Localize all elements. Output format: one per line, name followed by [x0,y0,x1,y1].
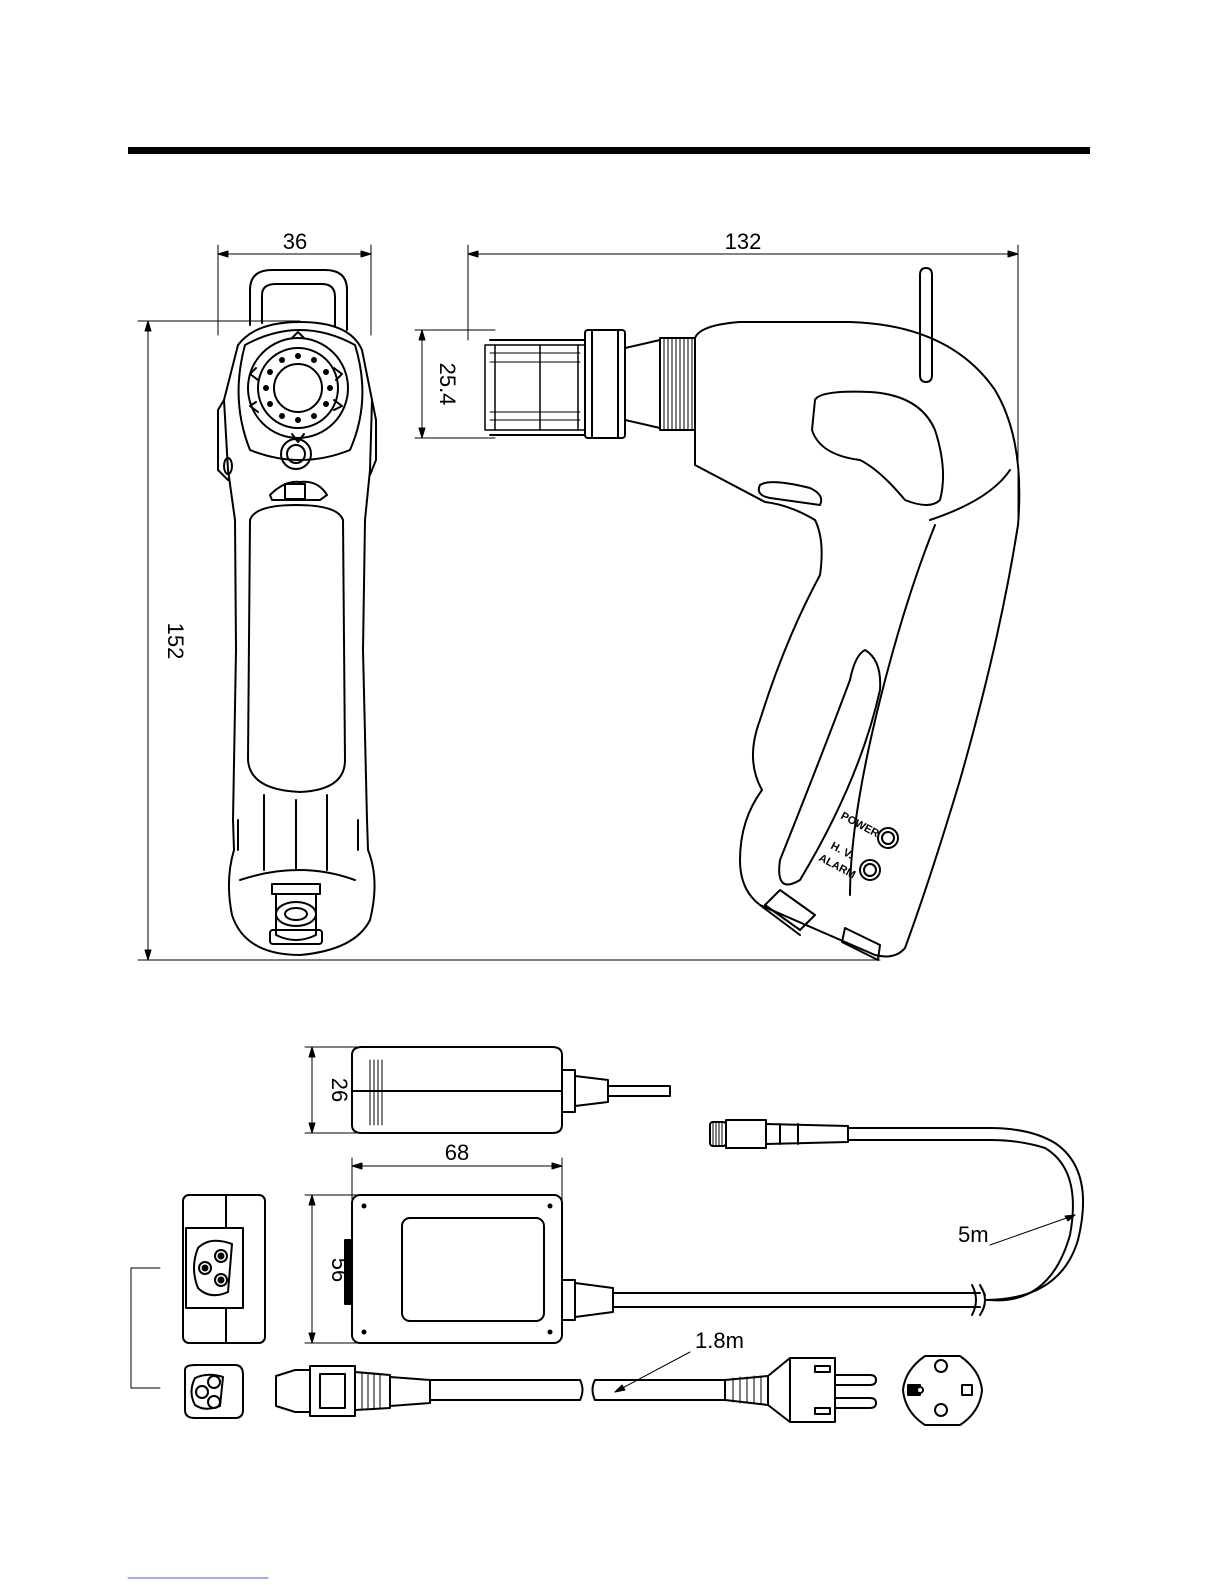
mains-cable [276,1352,876,1422]
dim-adapter-width: 68 [445,1140,469,1165]
gun-side-view [485,268,1019,960]
dimension-132 [468,245,1018,525]
dim-overall-height: 152 [163,623,188,660]
iec-bracket [131,1268,160,1388]
header-rule [128,147,1090,154]
dim-front-width: 36 [283,229,307,254]
iec-plug-face [185,1365,243,1418]
output-cable [613,1120,1083,1315]
power-label: POWER [839,810,881,840]
dim-output-cable: 5m [958,1222,989,1247]
dim-head-diameter: 25.4 [435,363,460,406]
dim-mains-cable: 1.8m [695,1328,744,1353]
schuko-plug-face [903,1356,982,1425]
adapter-side-view [352,1047,670,1133]
dim-adapter-height: 56 [327,1258,352,1282]
dim-adapter-thickness: 26 [327,1078,352,1102]
adapter-top-view [345,1195,613,1343]
iec-inlet [183,1195,265,1343]
dim-side-length: 132 [725,229,762,254]
gun-front-view [218,270,376,955]
